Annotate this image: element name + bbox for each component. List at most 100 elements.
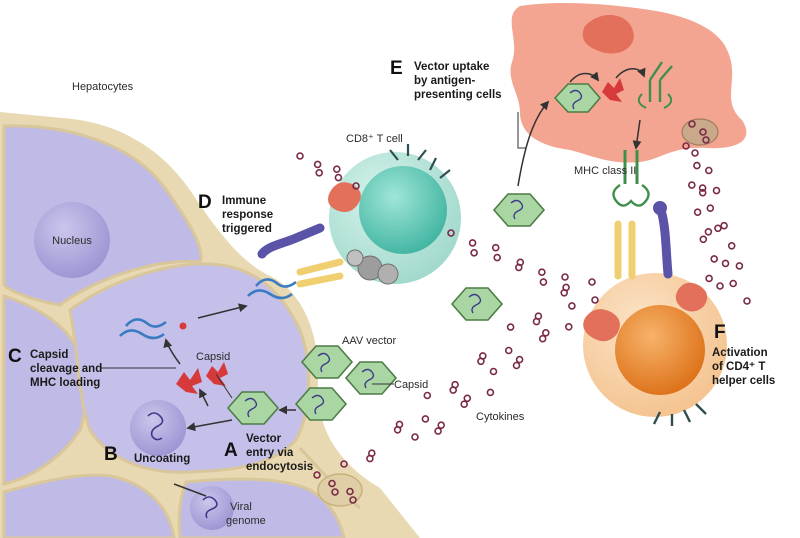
cytokine-dot [693,208,702,216]
cytokine-dot [735,262,744,270]
cytokine-dot [688,120,696,128]
cytokine-dot [710,255,719,263]
viral-genome-icon [510,199,524,220]
step-c-letter: C [8,346,22,367]
cd8-granule [346,249,364,267]
cytokine-dot [704,166,713,175]
cytokine-dot [538,268,546,277]
cytokine-dots [296,120,751,504]
cytokine-dot [315,169,324,177]
cytokine-dot [721,259,730,268]
cytokine-dot [539,278,548,286]
cd4-mhc-patch [583,309,620,342]
label-nucleus: Nucleus [52,235,92,247]
genome-nucleus [190,486,234,530]
cytokine-dot [541,328,550,337]
peptide-fragment [602,78,624,102]
cytokine-dot [451,380,459,389]
aav-vector-group [294,345,398,421]
cytokine-dot [463,394,472,403]
cytokine-dot [727,242,736,250]
cytokine-dot [506,323,515,331]
cytokine-dot [691,149,699,157]
cd8-receptor [389,144,427,161]
cytokine-dot [331,488,339,496]
cytokine-dot [437,421,446,430]
cytokine-dot [352,182,360,190]
cytokine-dot [729,279,738,288]
cytokine-dot [447,229,455,237]
cytokine-dot [504,346,513,355]
step-a-line1: Vector [246,433,282,445]
label-mhc-class-ii: MHC class II [574,165,636,177]
step-f-line2: of CD4⁺ T [712,361,765,373]
cytokine-dot [720,221,728,230]
step-e-line1: Vector uptake [414,61,489,73]
cytokine-dot [423,391,432,400]
mhc-class-i-loading [125,318,167,328]
cytokine-dot [470,249,478,257]
viral-genome-icon [317,352,331,373]
cd4-mhc-patch [675,282,708,312]
cytokine-dot [489,367,498,376]
step-c-line1: Capsid [30,349,68,361]
cytokine-dot [564,322,573,331]
cytokine-dot [512,361,521,370]
capsid-peptide-fragment [176,368,202,394]
cd8-granule [377,263,399,285]
cytokine-dot [687,181,696,189]
viral-genome-icon [244,397,258,418]
hepatocyte-cell-lower-left [2,473,176,538]
cytokine-dot [699,235,708,244]
viral-genome-icon [311,394,325,415]
cytokine-dot [367,449,376,458]
cd8-mhc-patch [328,182,361,212]
cytokine-dot [411,433,419,441]
step-b-line1: Uncoating [134,453,190,465]
label-genome: genome [226,515,266,527]
cytokine-dot [538,334,547,343]
label-cd8-t-cell: CD8⁺ T cell [346,133,403,145]
cytokine-dot [705,274,713,283]
mhc-class-ii-surface [612,150,650,207]
cd4-molecule-head [653,201,667,215]
leader-lines [100,112,526,399]
cytokine-dot [486,388,495,397]
aav-capsid-hexagon [300,345,354,379]
viral-genome-icon [202,496,218,519]
label-viral: Viral [230,501,252,513]
step-c-line2: cleavage and [30,363,102,375]
aav-capsid-hexagon [294,387,348,421]
uncoating-nucleus [130,400,186,456]
cytokine-dot [296,152,304,160]
cytokine-dot [468,239,477,247]
cytokine-dot [562,283,570,292]
cytokine-dot [699,128,707,136]
cytokine-dot [706,204,715,212]
cytokine-dot [328,479,336,488]
label-capsid-inner: Capsid [196,351,230,363]
tcr-receptor [614,220,636,280]
process-arrows [163,67,646,497]
mhc-class-ii-arms [637,93,673,109]
mhc-class-ii-molecule [648,61,673,102]
cytokine-dot [561,273,569,281]
cd4-receptor [652,403,707,426]
step-c-line3: MHC loading [30,377,100,389]
cytokine-dot [588,278,596,286]
cytokine-dot [493,253,502,262]
cytokine-dot [516,258,525,267]
cytokine-dot [704,228,713,236]
label-aav-vector: AAV vector [342,335,397,347]
cytokine-dot [682,142,690,150]
cytokine-dot [693,161,701,170]
cytokine-dot [714,224,722,233]
viral-genome-icon [147,412,164,441]
mhc-class-i-loading [119,329,165,340]
label-hepatocytes: Hepatocytes [72,81,134,93]
capsid-peptide-fragment [206,362,228,386]
cytokine-dot [346,487,354,496]
cytokine-dot [491,243,500,252]
cd8-receptor [429,157,451,179]
